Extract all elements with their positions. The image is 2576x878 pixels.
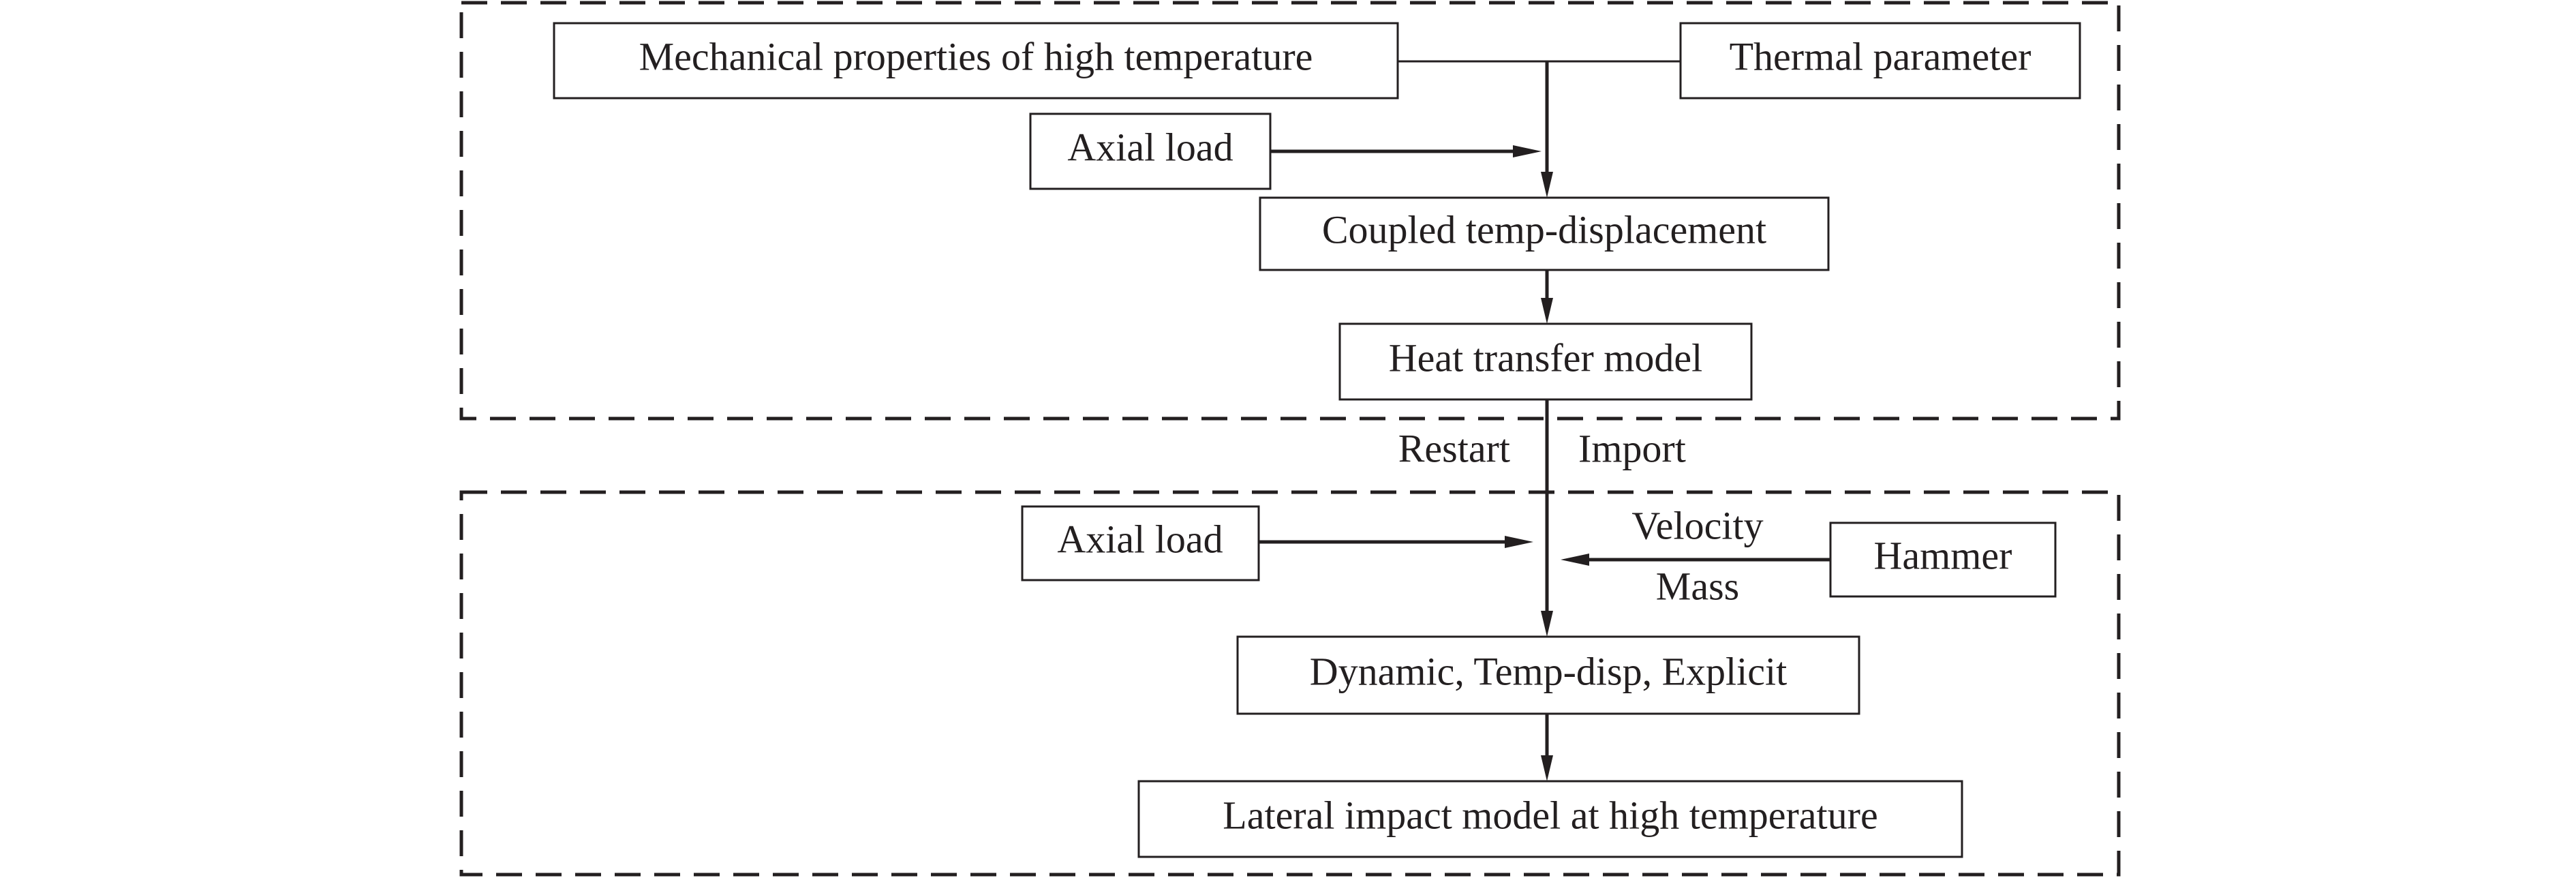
box-hammer: Hammer — [1829, 521, 2057, 598]
label-import: Import — [1578, 426, 1686, 470]
label-mass: Mass — [1656, 564, 1739, 608]
label-axial-load-2: Axial load — [1057, 517, 1223, 561]
label-velocity: Velocity — [1631, 503, 1763, 547]
arrowhead-axial-load-1 — [1513, 145, 1542, 157]
label-heat-transfer-model: Heat transfer model — [1389, 335, 1703, 380]
box-lateral-impact-model: Lateral impact model at high temperature — [1137, 780, 1963, 858]
box-heat-transfer-model: Heat transfer model — [1338, 322, 1753, 401]
label-lateral-impact-model: Lateral impact model at high temperature — [1223, 793, 1877, 837]
arrowhead-axial-load-2 — [1505, 536, 1533, 548]
arrowhead-into-heat — [1541, 298, 1553, 324]
box-thermal-parameter: Thermal parameter — [1679, 22, 2081, 100]
box-dynamic-temp-disp-explicit: Dynamic, Temp-disp, Explicit — [1236, 635, 1860, 715]
arrowhead-hammer — [1561, 554, 1589, 566]
arrowhead-into-dynamic — [1541, 611, 1553, 637]
connectors — [1259, 60, 1830, 781]
box-mechanical-properties: Mechanical properties of high temperatur… — [553, 22, 1399, 100]
box-axial-load-1: Axial load — [1029, 112, 1272, 190]
box-coupled-temp-displacement: Coupled temp-displacement — [1259, 196, 1830, 271]
label-dynamic-temp-disp-explicit: Dynamic, Temp-disp, Explicit — [1310, 649, 1787, 693]
label-hammer: Hammer — [1874, 533, 2012, 577]
label-thermal-parameter: Thermal parameter — [1730, 34, 2031, 78]
label-restart: Restart — [1398, 426, 1510, 470]
stage2-frame — [459, 490, 2121, 877]
label-mechanical-properties: Mechanical properties of high temperatur… — [639, 34, 1313, 78]
arrowhead-into-lateral — [1541, 755, 1553, 781]
label-coupled-temp-displacement: Coupled temp-displacement — [1322, 207, 1766, 252]
stage1-frame — [459, 1, 2121, 421]
label-axial-load-1: Axial load — [1067, 125, 1233, 169]
arrowhead-into-coupled — [1541, 172, 1553, 198]
box-axial-load-2: Axial load — [1021, 505, 1260, 581]
